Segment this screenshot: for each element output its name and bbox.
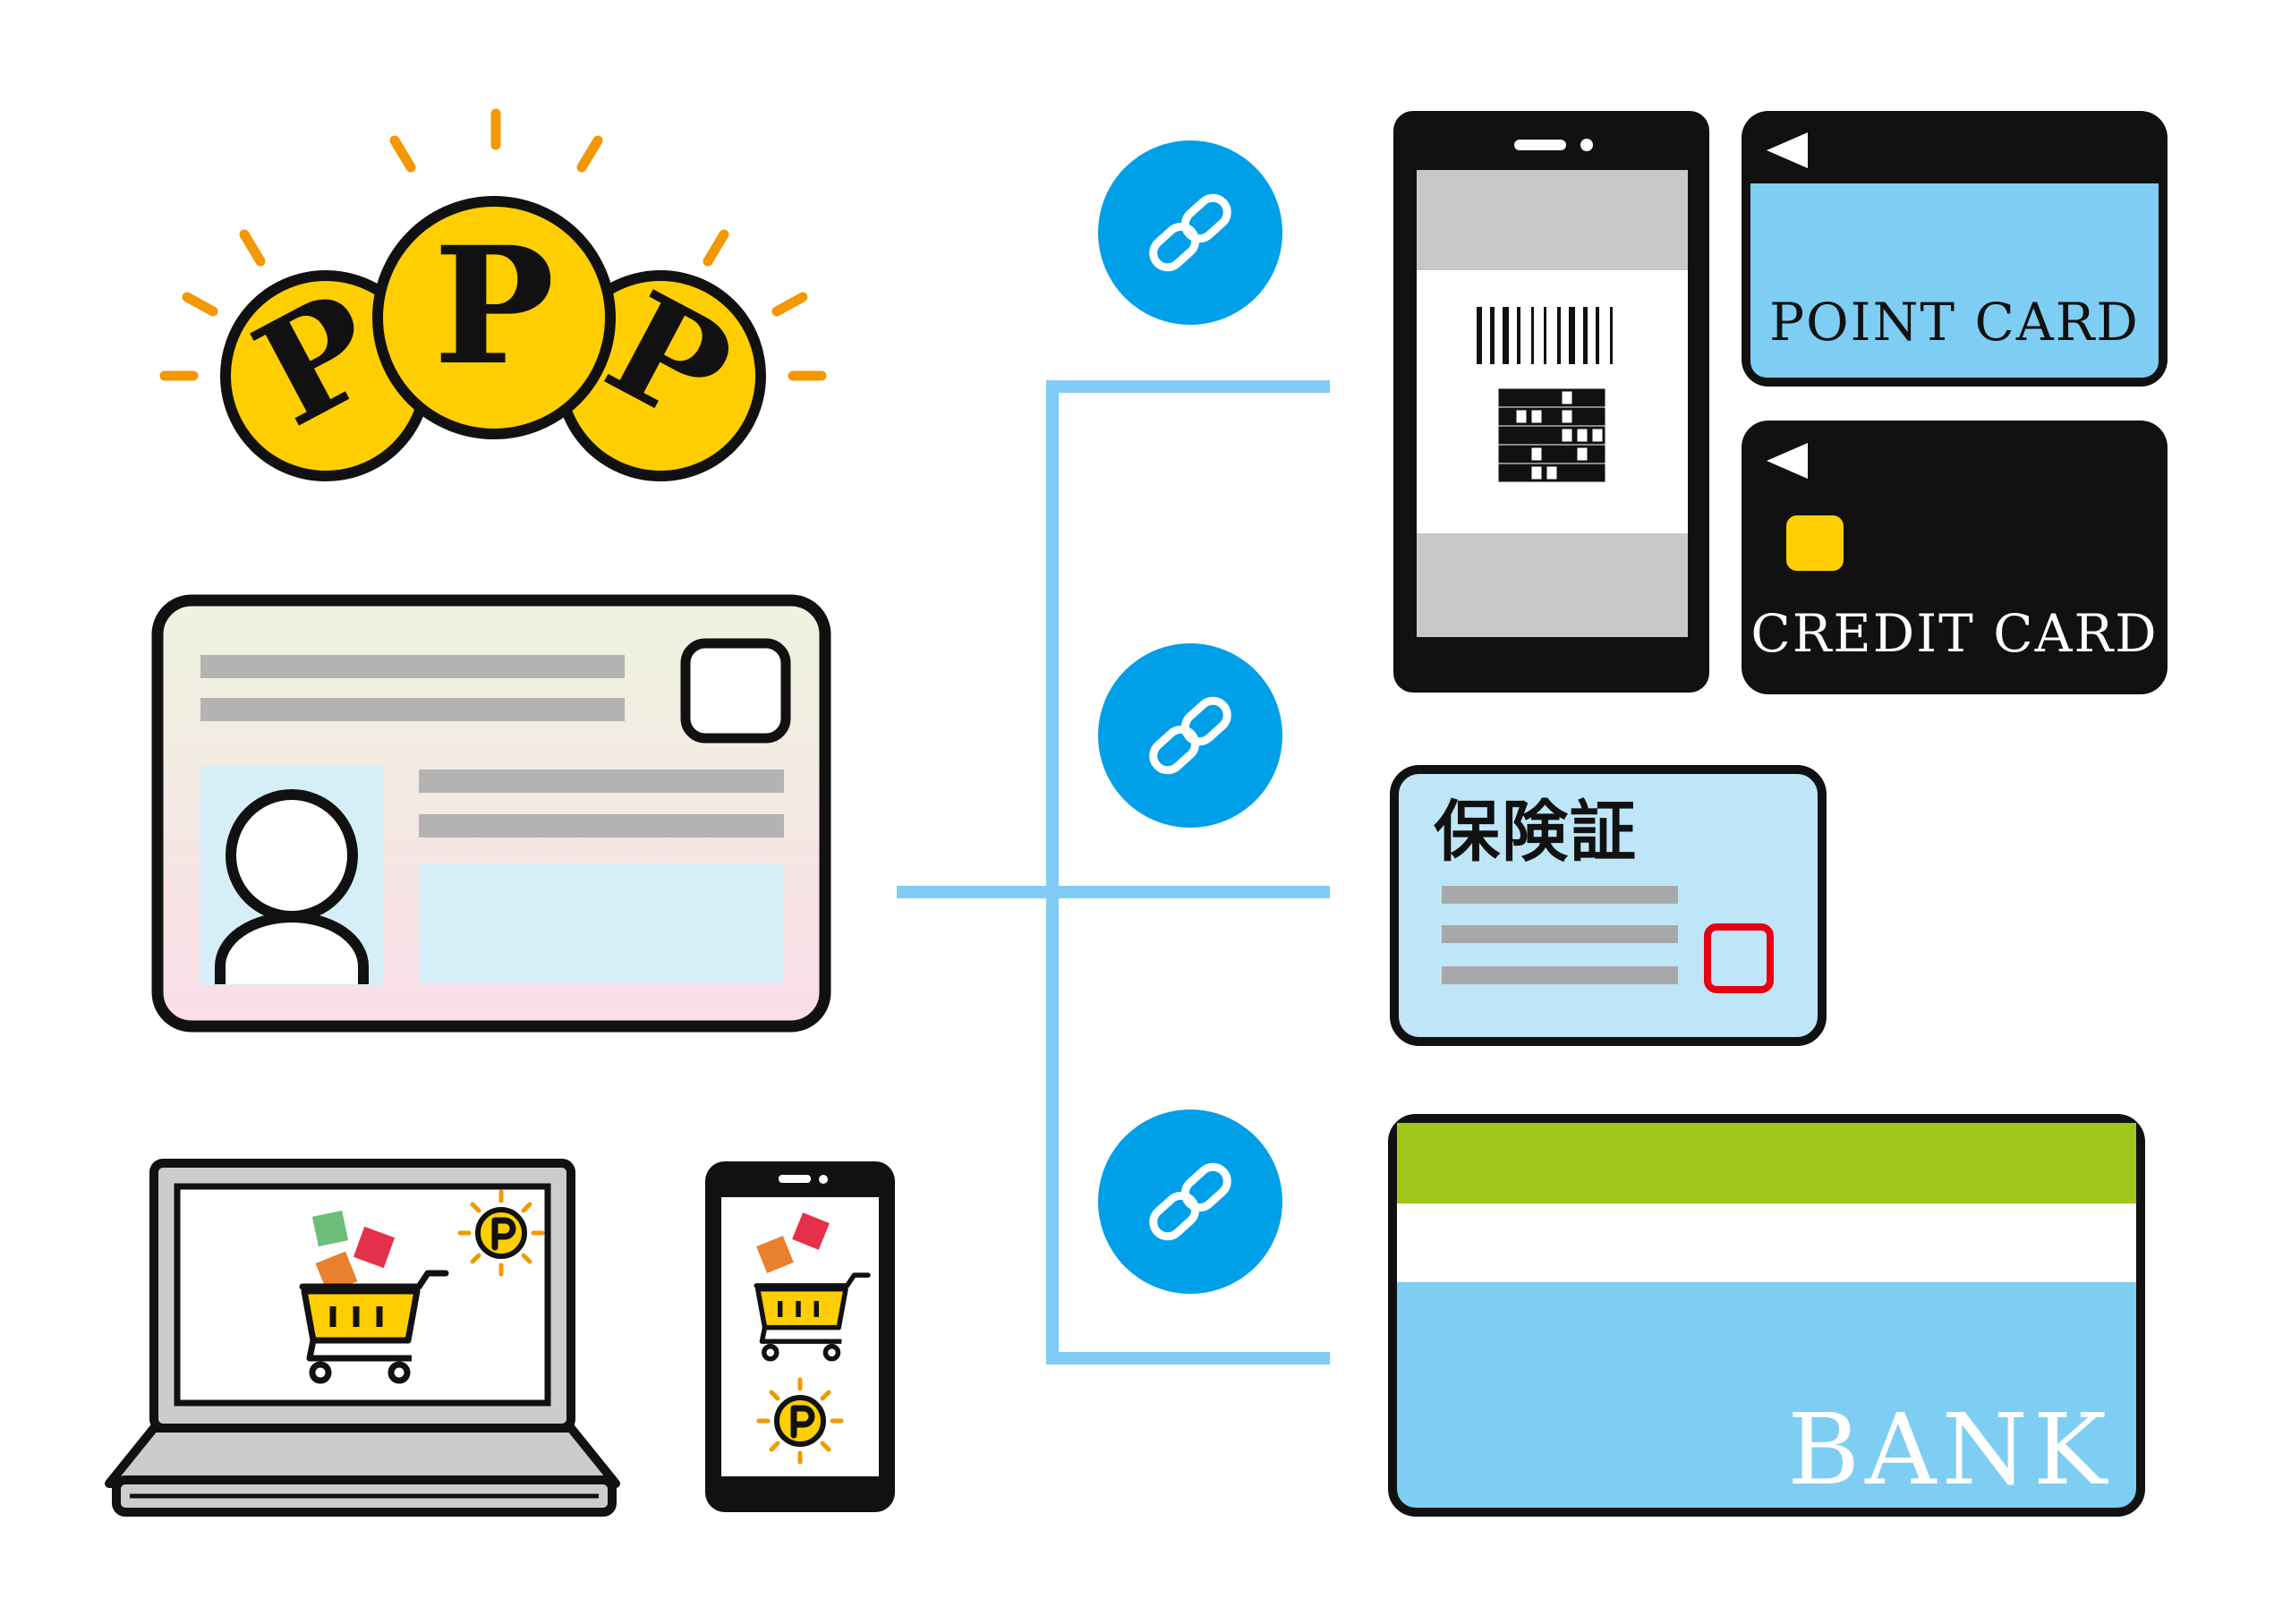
insurance-card: 保険証 xyxy=(1390,765,1827,1046)
bank-stripe-white xyxy=(1397,1203,2136,1282)
person-icon xyxy=(215,789,369,984)
shopping-goods xyxy=(756,1212,830,1273)
link-icon-bottom xyxy=(1098,1110,1282,1294)
qr-code-icon xyxy=(1498,388,1605,482)
my-number-card-icon xyxy=(151,594,831,1033)
coin-rays xyxy=(159,108,827,381)
coin-center: P xyxy=(372,196,616,439)
card-arrow-icon xyxy=(1767,443,1808,479)
insurance-text-line xyxy=(1442,886,1678,904)
insurance-text-line xyxy=(1442,925,1678,943)
point-card-label: POINT CARD xyxy=(1769,292,2140,353)
id-info-block xyxy=(419,864,784,984)
credit-card: CREDIT CARD xyxy=(1742,421,2168,694)
link-icon-top xyxy=(1098,140,1282,325)
insurance-chip xyxy=(1704,923,1774,993)
barcode-icon xyxy=(1477,307,1613,364)
id-text-line xyxy=(200,655,625,678)
smartphone-barcode-icon xyxy=(1393,111,1709,693)
point-coins-icon: P P P xyxy=(159,108,827,481)
id-text-line xyxy=(419,814,784,838)
id-text-line xyxy=(419,769,784,793)
connector-lines xyxy=(897,380,1330,1365)
laptop-shopping-icon xyxy=(105,1159,620,1517)
insurance-card-label: 保険証 xyxy=(1434,794,1638,871)
link-icon-middle xyxy=(1098,643,1282,828)
point-card: POINT CARD xyxy=(1742,111,2168,387)
bank-card-label: BANK xyxy=(1787,1392,2112,1507)
insurance-text-line xyxy=(1442,966,1678,984)
card-arrow-icon xyxy=(1767,132,1808,168)
id-text-line xyxy=(200,698,625,721)
bank-card: BANK xyxy=(1388,1114,2145,1517)
coin-center-letter: P xyxy=(433,212,554,401)
bank-stripe-green xyxy=(1397,1123,2136,1203)
id-ic-chip xyxy=(680,638,791,744)
credit-card-label: CREDIT CARD xyxy=(1750,603,2158,664)
shopping-goods xyxy=(311,1210,396,1294)
card-chip xyxy=(1786,515,1844,571)
smartphone-shopping-icon xyxy=(705,1161,895,1512)
